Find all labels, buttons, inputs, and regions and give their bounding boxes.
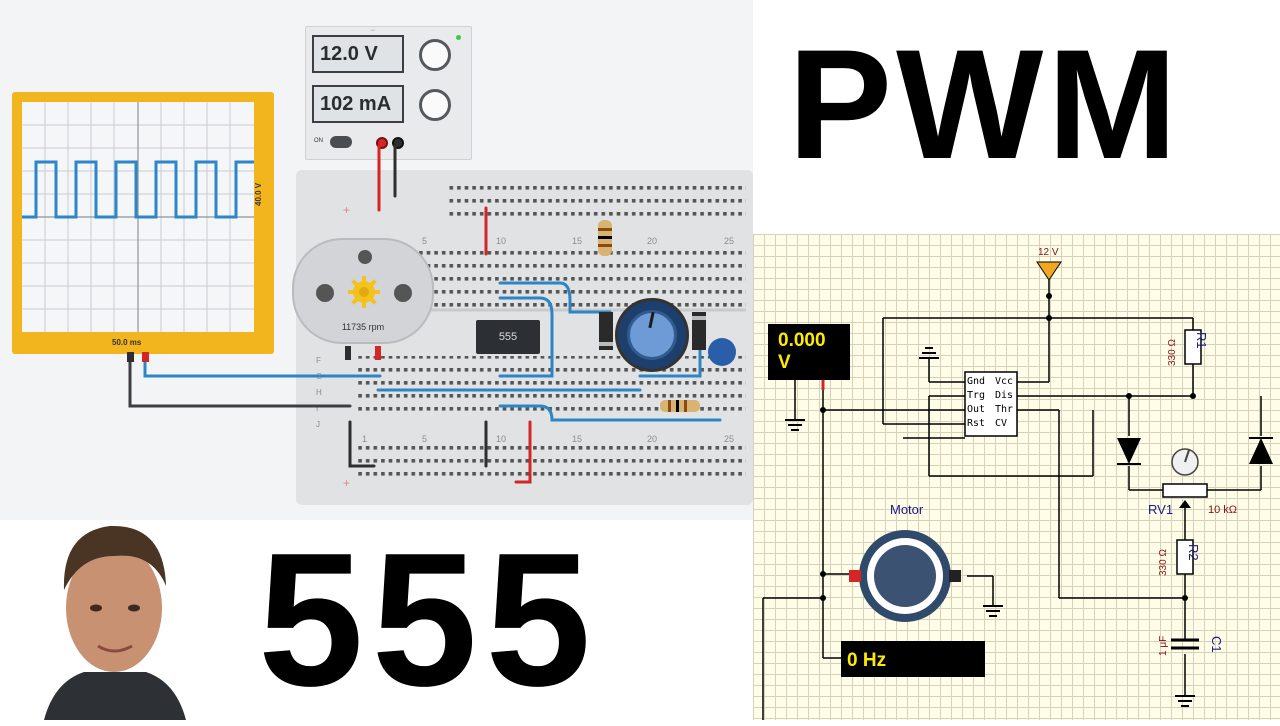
rail-plus-label-bottom: + xyxy=(343,476,351,490)
column-number: 20 xyxy=(647,236,658,246)
pin-gnd: Gnd xyxy=(967,376,986,387)
breadboard-wires xyxy=(128,144,736,484)
column-number: 1 xyxy=(362,434,368,444)
supply-label: 12 V xyxy=(1038,247,1059,258)
c1-name: C1 xyxy=(1209,636,1224,653)
column-number: 25 xyxy=(724,236,735,246)
rv1-value: 10 kΩ xyxy=(1208,504,1238,516)
potentiometer-knob[interactable] xyxy=(627,310,677,360)
pin-trg: Trg xyxy=(967,390,986,401)
rv1-name: RV1 xyxy=(1148,502,1174,517)
voltmeter-unit: V xyxy=(778,352,791,373)
r1-name: R1 xyxy=(1194,332,1209,349)
r2-name: R2 xyxy=(1186,544,1201,561)
column-number: 10 xyxy=(496,434,507,444)
breadboard-holes xyxy=(310,184,746,480)
scope-probe-negative xyxy=(127,352,134,362)
column-number: 5 xyxy=(422,434,428,444)
row-letter: J xyxy=(316,420,320,429)
current-knob[interactable] xyxy=(419,89,451,121)
power-toggle[interactable] xyxy=(330,136,352,148)
pin-dis: Dis xyxy=(995,390,1014,401)
column-number: 5 xyxy=(422,236,428,246)
column-number: 15 xyxy=(572,236,583,246)
voltage-display: 12.0 V xyxy=(312,35,404,73)
dc-motor[interactable]: 11735 rpm xyxy=(292,238,434,344)
rail-minus-label: − xyxy=(370,25,376,35)
power-toggle-label: ON xyxy=(314,138,323,144)
motor-screw-icon xyxy=(316,284,334,302)
title-555: 555 xyxy=(258,514,600,726)
row-letter: F xyxy=(316,356,321,365)
scope-voltage-scale: 40.0 V xyxy=(254,182,263,206)
avatar xyxy=(44,525,186,720)
motor-speed: 11735 rpm xyxy=(341,322,385,332)
pin-vcc: Vcc xyxy=(995,376,1014,387)
pin-rst: Rst xyxy=(967,418,986,429)
oscilloscope-screen xyxy=(22,102,254,332)
pin-thr: Thr xyxy=(995,404,1014,415)
r1-value: 330 Ω xyxy=(1167,339,1178,366)
rail-plus-label: + xyxy=(343,203,351,217)
gear-icon xyxy=(346,274,382,310)
schematic-diagram xyxy=(762,261,1273,720)
scope-probe-positive xyxy=(142,352,149,362)
pin-out: Out xyxy=(967,404,986,415)
column-number: 25 xyxy=(724,434,735,444)
voltage-knob[interactable] xyxy=(419,39,451,71)
column-number: 10 xyxy=(496,236,507,246)
power-supply[interactable]: 12.0 V 102 mA ON xyxy=(305,26,472,160)
motor-label: Motor xyxy=(890,502,924,517)
motor-screw-icon xyxy=(394,284,412,302)
row-letter: I xyxy=(316,404,319,413)
column-number: 20 xyxy=(647,434,658,444)
frequency-meter: 0 Hz xyxy=(841,641,985,677)
title-pwm: PWM xyxy=(788,18,1182,192)
motor-screw-icon xyxy=(358,250,372,264)
motor-lead-negative xyxy=(345,346,351,360)
voltmeter-display: 0.000 V xyxy=(768,324,850,380)
row-letter: H xyxy=(316,388,322,397)
status-led-icon xyxy=(456,35,461,40)
voltmeter-value: 0.000 xyxy=(778,330,826,351)
ic-555[interactable]: 555 xyxy=(476,320,540,354)
scope-time-scale: 50.0 ms xyxy=(112,338,142,347)
motor-lead-positive xyxy=(375,346,381,360)
r2-value: 330 Ω xyxy=(1158,549,1169,576)
pin-cv: CV xyxy=(995,418,1008,429)
c1-value: 1 μF xyxy=(1158,635,1169,656)
current-display: 102 mA xyxy=(312,85,404,123)
column-number: 15 xyxy=(572,434,583,444)
